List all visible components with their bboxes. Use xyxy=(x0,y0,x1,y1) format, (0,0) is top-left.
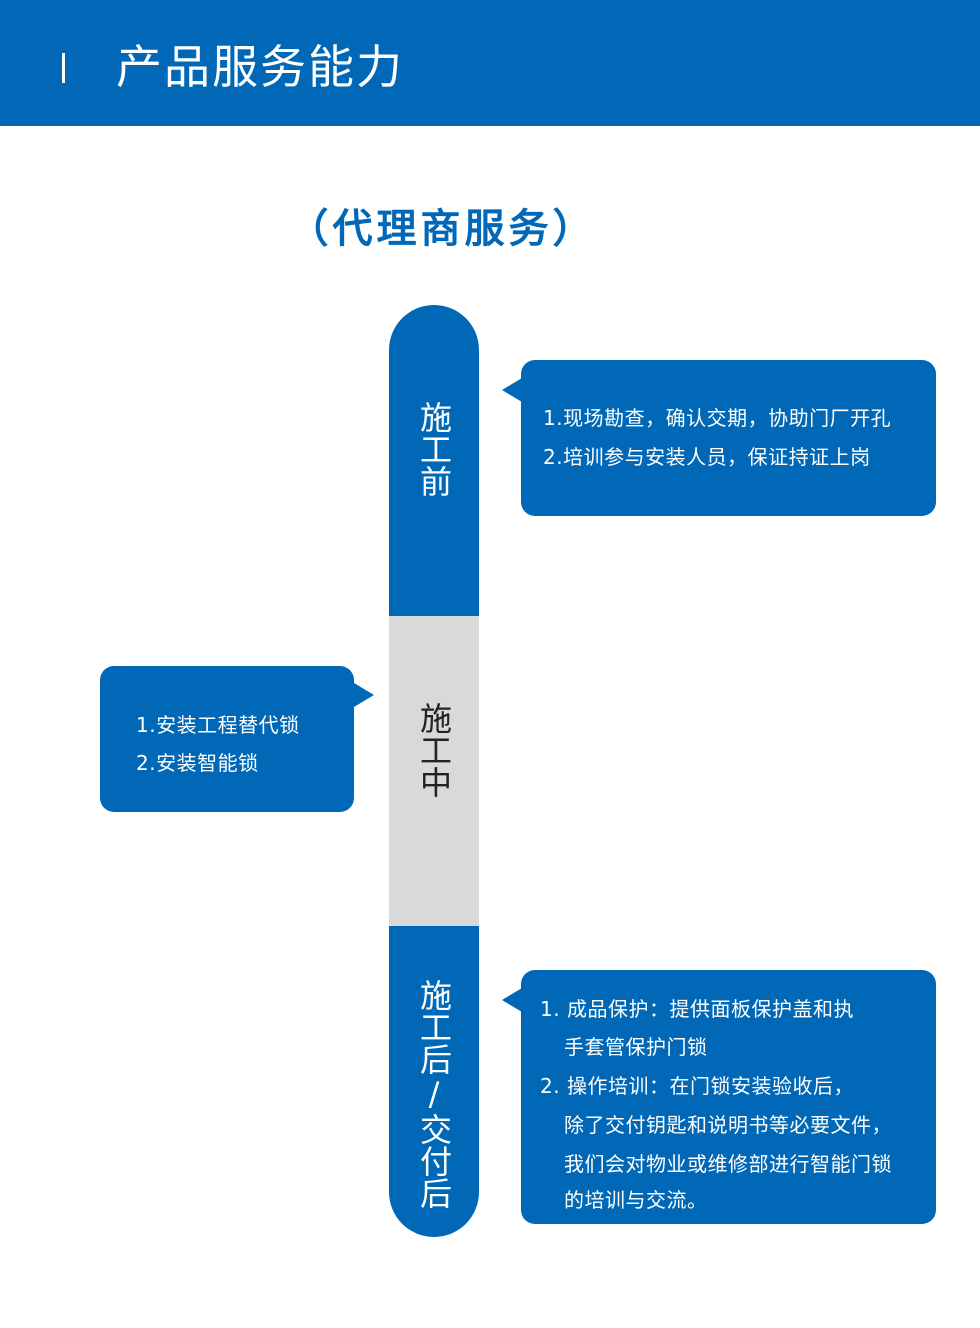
callout-after-line-1: 1. 成品保护：提供面板保护盖和执 xyxy=(540,997,854,1021)
section-subtitle: （代理商服务） xyxy=(288,206,597,252)
callout-box-during: 1.安装工程替代锁 2.安装智能锁 xyxy=(100,666,354,812)
page-header: 产品服务能力 xyxy=(0,0,980,126)
stage-label-before: 施工前 xyxy=(415,401,453,497)
page-title: 产品服务能力 xyxy=(116,40,404,94)
callout-box-before: 1.现场勘查，确认交期，协助门厂开孔 2.培训参与安装人员，保证持证上岗 xyxy=(521,360,936,516)
callout-after-line-5: 我们会对物业或维修部进行智能门锁 xyxy=(564,1152,892,1176)
callout-during-line-2: 2.安装智能锁 xyxy=(136,751,259,775)
callout-before-line-2: 2.培训参与安装人员，保证持证上岗 xyxy=(543,445,871,469)
timeline-stage-before: 施工前 xyxy=(389,305,479,616)
callout-after-line-4: 除了交付钥匙和说明书等必要文件， xyxy=(564,1113,892,1137)
callout-after-line-2: 手套管保护门锁 xyxy=(564,1035,708,1059)
timeline-stage-after: 施工后/交付后 xyxy=(389,926,479,1237)
callout-pointer-after xyxy=(502,988,522,1012)
stage-label-during: 施工中 xyxy=(415,702,453,798)
callout-pointer-before xyxy=(502,378,522,402)
callout-pointer-during xyxy=(354,683,374,707)
callout-during-line-1: 1.安装工程替代锁 xyxy=(136,713,300,737)
callout-after-line-3: 2. 操作培训：在门锁安装验收后， xyxy=(540,1074,854,1098)
callout-box-after: 1. 成品保护：提供面板保护盖和执 手套管保护门锁 2. 操作培训：在门锁安装验… xyxy=(521,970,936,1224)
stage-label-after: 施工后/交付后 xyxy=(415,979,453,1209)
callout-after-line-6: 的培训与交流。 xyxy=(564,1188,708,1212)
header-accent-bar xyxy=(62,53,65,83)
timeline-stage-during: 施工中 xyxy=(389,616,479,926)
callout-before-line-1: 1.现场勘查，确认交期，协助门厂开孔 xyxy=(543,406,892,430)
